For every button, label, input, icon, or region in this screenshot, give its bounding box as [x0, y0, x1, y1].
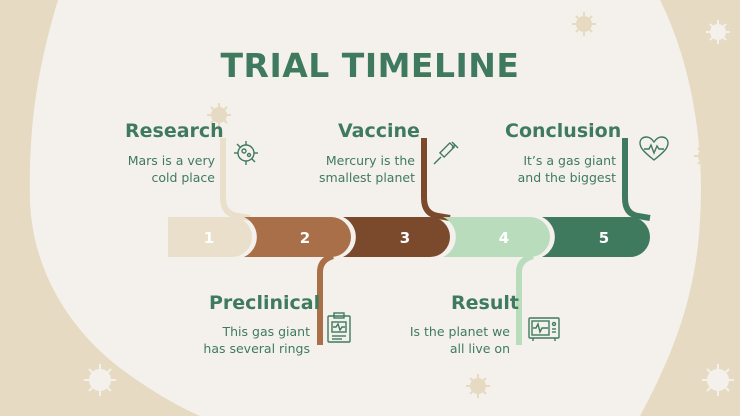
heart-pulse-icon [639, 136, 669, 161]
clipboard-report-icon [327, 312, 351, 343]
step-desc-line: all live on [449, 341, 510, 356]
step-heading-result: Result [451, 292, 519, 314]
step-desc-result: Is the planet we all live on [396, 323, 510, 357]
step-desc-vaccine: Mercury is the smallest planet [295, 152, 415, 186]
step-number-4: 4 [498, 229, 510, 247]
timeline-segment-5 [542, 217, 650, 257]
step-number-3: 3 [399, 229, 411, 247]
step-heading-conclusion: Conclusion [505, 120, 622, 142]
step-heading-research: Research [125, 120, 224, 142]
step-heading-vaccine: Vaccine [338, 120, 420, 142]
syringe-icon [433, 141, 459, 165]
monitor-device-icon [528, 317, 560, 341]
connector-1 [220, 138, 251, 221]
step-desc-line: This gas giant [222, 324, 311, 339]
left-wave-shape [0, 0, 200, 416]
step-desc-line: Mars is a very [127, 153, 215, 168]
step-desc-preclinical: This gas giant has several rings [195, 323, 310, 357]
right-wave-shape [640, 0, 740, 416]
timeline-segment-1 [168, 217, 252, 257]
step-heading-preclinical: Preclinical [209, 292, 321, 314]
step-number-2: 2 [299, 229, 311, 247]
step-desc-line: smallest planet [319, 170, 415, 185]
timeline-segment-3 [343, 217, 450, 257]
step-desc-line: Mercury is the [325, 153, 415, 168]
step-number-1: 1 [203, 229, 215, 247]
virus-decoration [17, 12, 718, 398]
connector-3 [421, 138, 451, 221]
step-number-5: 5 [598, 229, 610, 247]
step-desc-line: Is the planet we [409, 324, 510, 339]
step-desc-line: cold place [151, 170, 215, 185]
step-desc-line: has several rings [203, 341, 310, 356]
timeline-segment-4 [443, 217, 550, 257]
step-desc-conclusion: It’s a gas giant and the biggest [496, 152, 616, 186]
connector-5 [622, 138, 651, 221]
step-desc-line: It’s a gas giant [523, 153, 616, 168]
step-desc-research: Mars is a very cold place [95, 152, 215, 186]
microbe-icon [234, 141, 258, 165]
step-desc-line: and the biggest [517, 170, 616, 185]
virus-decoration-light [84, 20, 734, 396]
timeline-segment-2 [244, 217, 351, 257]
page-title: TRIAL TIMELINE [220, 46, 520, 85]
